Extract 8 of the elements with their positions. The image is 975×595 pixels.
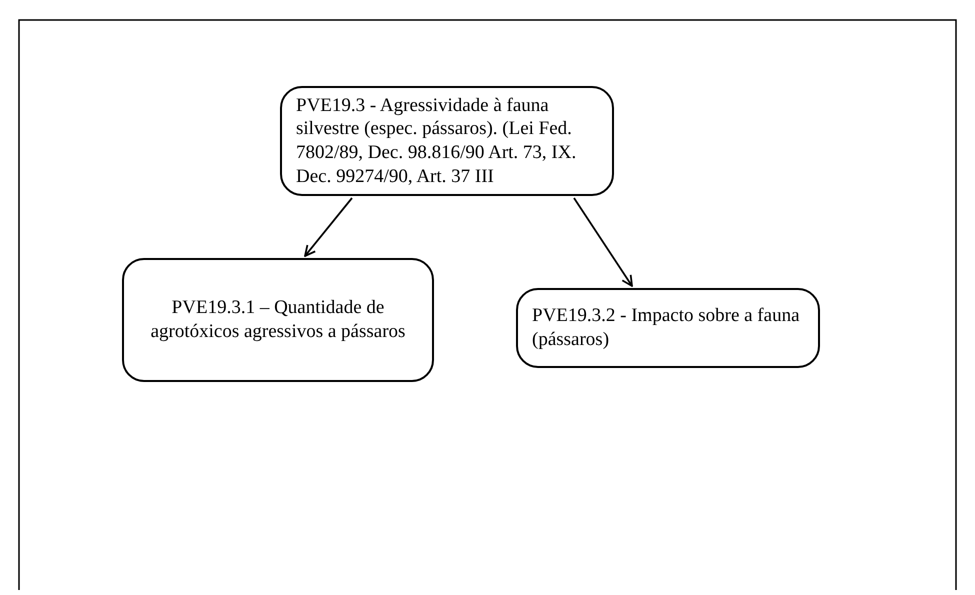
box-text: PVE19.3 - Agressividade à fauna silvestre (espec. pássaros). (Lei Fed. 7802/89, Dec. 98.816/90 Art. 73, IX. Dec. 99274/90, Art. 37 III [296, 94, 578, 188]
box-text: PVE19.3.2 - Impacto sobre a fauna (pássaros) [532, 304, 801, 352]
arrow [304, 197, 353, 257]
box-text: PVE19.3.1 – Quantidade de agrotóxicos agressivos a pássaros [150, 296, 406, 344]
rounded-box [122, 258, 434, 382]
rounded-box [280, 86, 614, 196]
rounded-box [516, 288, 820, 368]
arrow [573, 198, 633, 287]
